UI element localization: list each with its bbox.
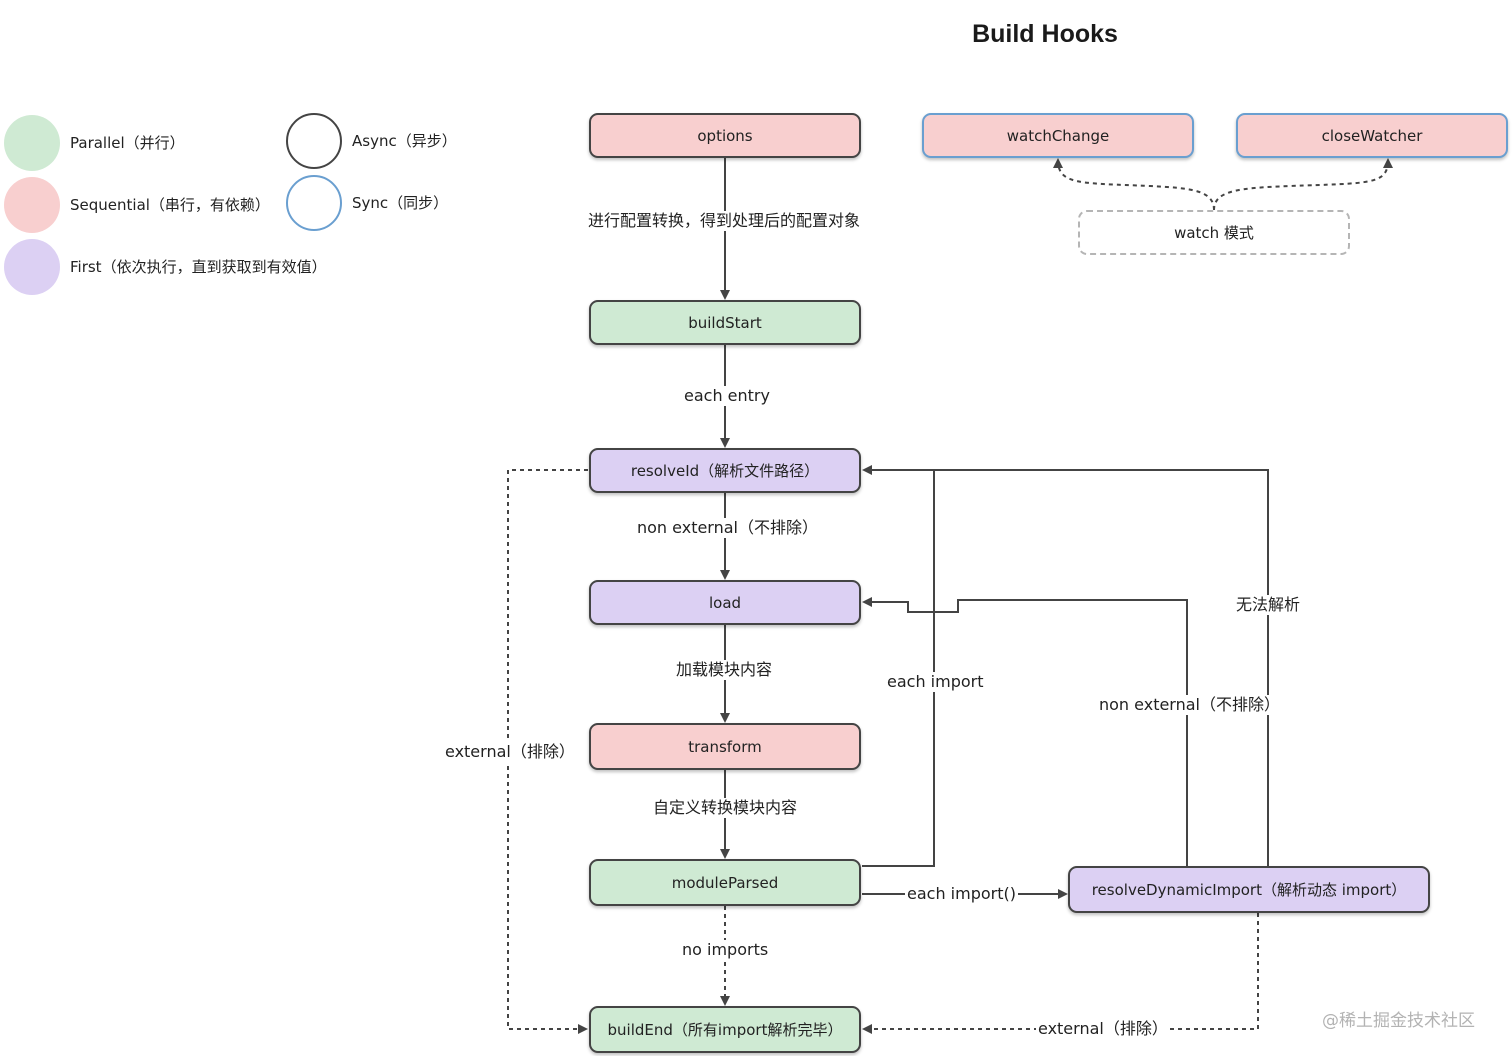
edge-moduleparsed-resolveid [862, 465, 935, 867]
edge-resolveid-buildend [507, 469, 588, 1034]
label-dynamic-non-external: non external（不排除） [1097, 695, 1282, 715]
node-closewatcher: closeWatcher [1236, 113, 1508, 158]
label-cannot-resolve: 无法解析 [1234, 595, 1303, 615]
node-load: load [589, 580, 861, 625]
label-external: external（排除） [443, 742, 577, 762]
edge-watch-watchchange [1053, 158, 1215, 211]
label-each-entry: each entry [682, 386, 772, 406]
legend-async-swatch [286, 113, 342, 169]
node-resolveid: resolveId（解析文件路径） [589, 448, 861, 493]
edge-watch-closewatcher [1213, 158, 1393, 211]
node-moduleparsed: moduleParsed [589, 859, 861, 906]
label-each-import-dynamic: each import() [905, 884, 1018, 904]
diagram-title: Build Hooks [972, 20, 1118, 48]
node-transform: transform [589, 723, 861, 770]
watermark: @稀土掘金技术社区 [1322, 1011, 1475, 1031]
label-load-content: 加载模块内容 [674, 660, 775, 680]
legend-sync-label: Sync（同步） [352, 194, 449, 212]
label-transform-content: 自定义转换模块内容 [651, 798, 800, 818]
legend-async-label: Async（异步） [352, 132, 457, 150]
legend-sequential-swatch [4, 177, 60, 233]
node-options: options [589, 113, 861, 158]
legend-sync-swatch [286, 175, 342, 231]
legend-parallel-swatch [4, 115, 60, 171]
node-watch-mode: watch 模式 [1078, 210, 1350, 255]
legend-first-label: First（依次执行，直到获取到有效值） [70, 258, 327, 276]
legend-sequential-label: Sequential（串行，有依赖） [70, 196, 270, 214]
node-watchchange: watchChange [922, 113, 1194, 158]
label-no-imports: no imports [680, 940, 771, 960]
label-each-import: each import [885, 672, 986, 692]
edge-dynamic-resolveid [934, 469, 1269, 866]
edge-dynamic-load [862, 597, 1188, 866]
label-non-external: non external（不排除） [635, 518, 820, 538]
legend-parallel-label: Parallel（并行） [70, 134, 185, 152]
node-buildend: buildEnd（所有import解析完毕） [589, 1006, 861, 1053]
edge-dynamic-buildend [862, 913, 1259, 1034]
legend-first-swatch [4, 239, 60, 295]
label-dynamic-external: external（排除） [1036, 1019, 1170, 1039]
node-resolvedynamicimport: resolveDynamicImport（解析动态 import） [1068, 866, 1430, 913]
node-buildstart: buildStart [589, 300, 861, 345]
label-config-transform: 进行配置转换，得到处理后的配置对象 [586, 211, 863, 231]
